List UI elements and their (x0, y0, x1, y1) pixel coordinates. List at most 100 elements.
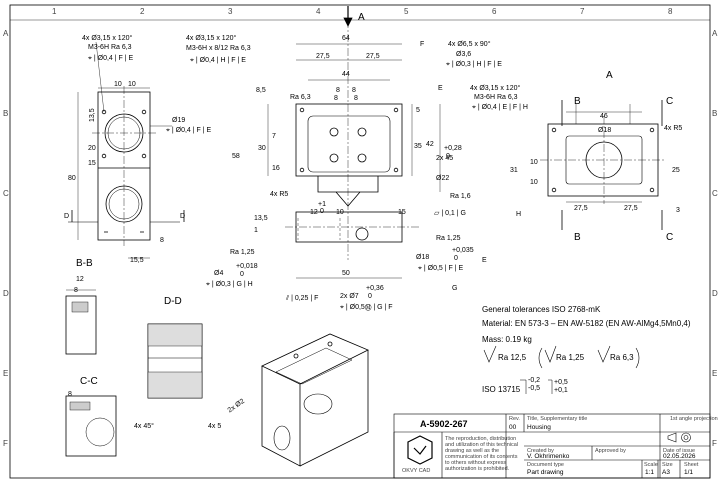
dd-dim-4x45: 4x 45° (134, 422, 154, 430)
note-ra-b: Ra 6,3 (610, 353, 634, 362)
surface-symbols (483, 345, 640, 394)
ra-left: Ra 1,25 (230, 249, 255, 256)
section-bb (65, 289, 97, 355)
view-a-dim-10a: 10 (530, 159, 538, 166)
dim-1: 1 (254, 227, 258, 234)
front-bore-frame: ⌖ | Ø0,4 | F | E (166, 127, 212, 134)
zone-row-c-right: C (712, 189, 718, 198)
dim-10a: 10 (114, 81, 122, 88)
created-label: Created by (527, 448, 554, 454)
view-a-dim-46: 46 (600, 113, 608, 120)
dim-20: 20 (88, 145, 96, 152)
front-bore-dia: Ø19 (172, 117, 185, 124)
title-block-labels: A-5902-267 Rev. 00 Title, Supplementary … (402, 416, 718, 476)
center-view (267, 6, 441, 279)
dim-30: 30 (258, 145, 266, 152)
note-mass: Mass: 0.19 kg (482, 335, 532, 344)
dim-64: 64 (342, 35, 350, 42)
copyright-3: drawing as well as the (445, 448, 499, 454)
sheet-value: 1/1 (684, 469, 693, 476)
view-a (540, 100, 666, 230)
center-radius: 4x R5 (270, 191, 288, 198)
zone-col-4: 4 (316, 7, 321, 16)
title-label: Title, Supplementary title (527, 416, 587, 422)
front-thread-note-1: 4x Ø3,15 x 120° (82, 34, 132, 42)
date-label: Date of issue (663, 448, 695, 454)
section-b-top: B (574, 96, 581, 107)
note-ra-a: Ra 1,25 (556, 353, 585, 362)
zone-row-a: A (3, 29, 9, 38)
logo-mark (407, 435, 433, 465)
bore18-frame: ⌖ | Ø0,5 | F | E (418, 265, 464, 272)
edge-value-1: -0,2 (528, 377, 540, 384)
edge-value-2: -0,5 (528, 385, 540, 392)
note-ra-main: Ra 12,5 (498, 353, 527, 362)
zone-col-8: 8 (668, 7, 673, 16)
zone-col-7: 7 (580, 7, 585, 16)
created-value: V. Okhrimenko (527, 453, 570, 460)
view-a-dim-10b: 10 (530, 179, 538, 186)
zone-col-1: 1 (52, 7, 57, 16)
approved-label: Approved by (595, 448, 626, 454)
view-arrow-a: A (358, 12, 365, 23)
ra-1-6: Ra 1,6 (450, 193, 471, 200)
section-c-top: C (666, 96, 673, 107)
zone-row-d-right: D (712, 289, 718, 298)
front-view (68, 41, 185, 259)
zone-col-3: 3 (228, 7, 233, 16)
notes: General tolerances ISO 2768-mK Material:… (482, 305, 691, 394)
pin-bore-tol-lower: 0 (240, 271, 244, 278)
center-thread-frame: ⌖ | Ø0,4 | H | F | E (190, 57, 246, 64)
bore18: Ø18 (416, 254, 429, 261)
zone-markers: A B C D E F A B C D E F (3, 29, 718, 448)
dim-27-5b: 27,5 (366, 53, 380, 60)
view-a-radius: 4x R5 (664, 125, 682, 132)
section-d-right: D (180, 213, 185, 220)
dim-2x45: 2x 45 (436, 155, 453, 162)
dim-44: 44 (342, 71, 350, 78)
doc-type-label: Document type (527, 462, 564, 468)
front-thread-frame: ⌖ | Ø0,4 | F | E (88, 55, 134, 62)
dim-15-5: 15,5 (130, 257, 144, 264)
note-general-tolerances: General tolerances ISO 2768-mK (482, 305, 601, 314)
copyright-5: to others without express (445, 460, 506, 466)
copyright-4: communication of its contents (445, 454, 518, 460)
bore22: Ø22 (436, 175, 449, 182)
section-c-bottom: C (666, 232, 673, 243)
zone-row-f: F (3, 439, 8, 448)
rev-label: Rev. (509, 416, 520, 422)
copyright-2: and utilization of this technical (445, 442, 518, 448)
dim-58: 58 (232, 153, 240, 160)
dim-8c: 8 (334, 95, 338, 102)
view-a-dim-3: 3 (676, 207, 680, 214)
bb-dim-12: 12 (76, 276, 84, 283)
outer-border (9, 4, 711, 479)
center-view-labels: 64 27,5 27,5 44 8 8 8 8 8,5 30 16 58 7 5… (186, 12, 521, 311)
datum-h: H (516, 211, 521, 218)
bore18-tol-upper: +0,035 (452, 247, 474, 254)
bore22-tol-lower: 0 (446, 153, 450, 160)
title-value: Housing (527, 424, 551, 431)
logo-text: OKVY CAD (402, 468, 430, 474)
datum-e: E (438, 85, 443, 92)
zone-row-b: B (3, 109, 8, 118)
dim-13-5: 13,5 (89, 108, 96, 122)
dowel-frame: ⌖ | Ø0,5Ⓜ | G | F (340, 304, 393, 311)
front-thread-note-2: M3-6H Ra 6,3 (88, 44, 132, 51)
dim-8: 8 (160, 237, 164, 244)
pin-frame: ⌖ | Ø0,3 | G | H (206, 281, 253, 288)
view-a-dim-27-5b: 27,5 (624, 205, 638, 212)
view-a-dim-27-5a: 27,5 (574, 205, 588, 212)
tol-zero: 0 (320, 208, 324, 215)
dim-35: 35 (414, 143, 422, 150)
scale-value: 1:1 (645, 469, 654, 476)
center-hole-frame: ⌖ | Ø0,3 | H | F | E (446, 61, 502, 68)
zone-row-e: E (3, 369, 8, 378)
dowel-note: 2x Ø7 (340, 293, 359, 300)
zone-row-b-right: B (712, 109, 717, 118)
isometric-view (261, 333, 369, 467)
dim-50: 50 (342, 270, 350, 277)
section-cc (65, 395, 117, 457)
dim-7: 7 (272, 133, 276, 140)
dd-dim-2x2: 2x Ø2 (227, 398, 246, 415)
